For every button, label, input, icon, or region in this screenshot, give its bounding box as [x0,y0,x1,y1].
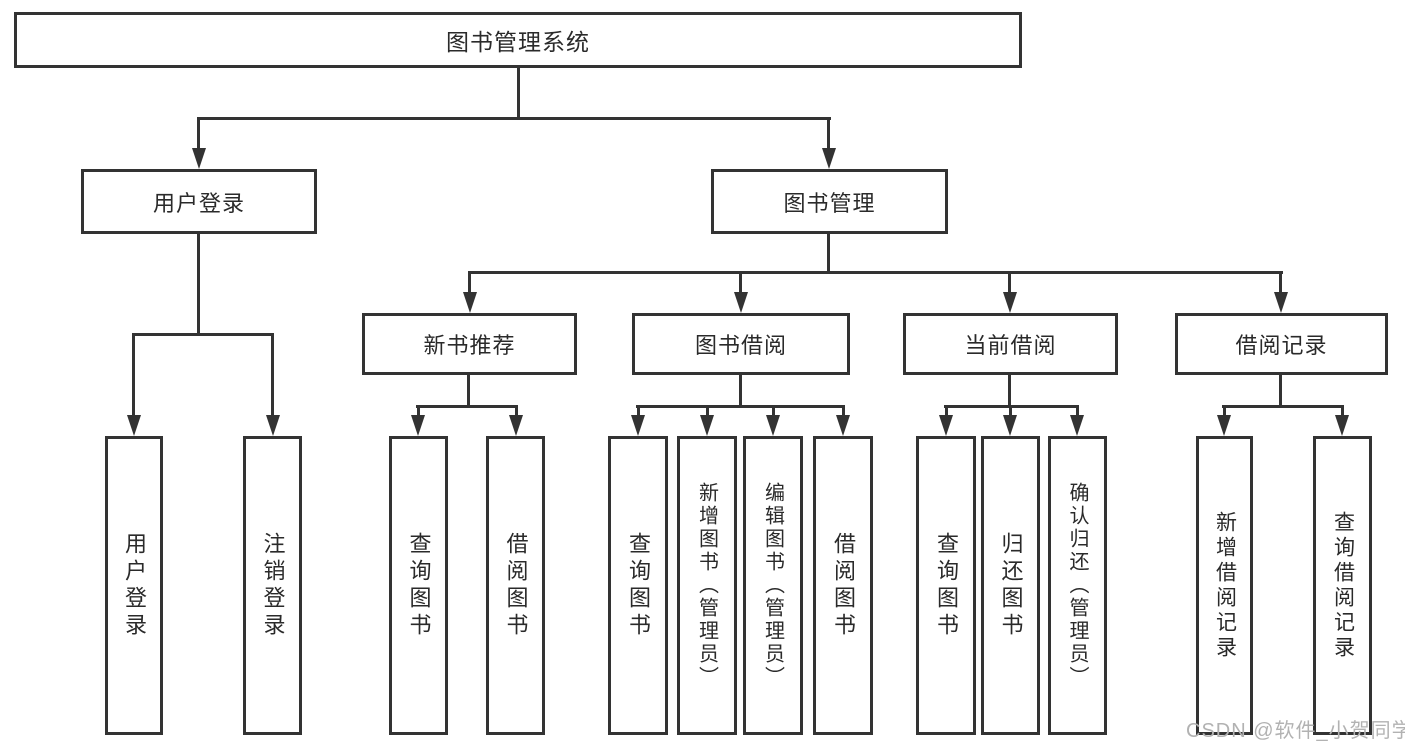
leaf-query-book-1: 查询图书 [389,436,448,735]
leaf-edit-book-admin: 编辑图书（管理员） [743,436,803,735]
connector [1341,405,1344,417]
arrowhead-icon [939,415,953,436]
connector [637,405,640,417]
connector [1279,375,1282,408]
connector [468,271,1283,274]
arrowhead-icon [766,415,780,436]
arrowhead-icon [1335,415,1349,436]
node-book-management: 图书管理 [711,169,948,234]
connector [636,405,845,408]
connector [197,117,831,120]
leaf-confirm-return-admin: 确认归还（管理员） [1048,436,1107,735]
arrowhead-icon [192,148,206,169]
connector [468,271,471,295]
connector [945,405,948,417]
leaf-user-login: 用户登录 [105,436,163,735]
arrowhead-icon [1070,415,1084,436]
leaf-logout: 注销登录 [243,436,302,735]
arrowhead-icon [463,292,477,313]
csdn-watermark: CSDN @软件_小贺同学 [1186,720,1405,742]
leaf-query-borrow-record: 查询借阅记录 [1313,436,1372,735]
leaf-borrow-book-2: 借阅图书 [813,436,873,735]
arrowhead-icon [266,415,280,436]
connector [1009,405,1012,417]
arrowhead-icon [411,415,425,436]
leaf-add-borrow-record: 新增借阅记录 [1196,436,1253,735]
connector [827,234,830,274]
arrowhead-icon [509,415,523,436]
connector [827,117,830,151]
connector [467,375,470,408]
arrowhead-icon [700,415,714,436]
connector [739,271,742,295]
leaf-return-book: 归还图书 [981,436,1040,735]
arrowhead-icon [631,415,645,436]
node-borrow-record: 借阅记录 [1175,313,1388,375]
connector [517,68,520,120]
arrowhead-icon [127,415,141,436]
arrowhead-icon [1003,292,1017,313]
connector [1222,405,1344,408]
node-root-title: 图书管理系统 [14,12,1022,68]
connector [416,405,518,408]
connector [842,405,845,417]
leaf-query-book-2: 查询图书 [608,436,668,735]
connector [197,234,200,336]
connector [515,405,518,417]
connector [1008,271,1011,295]
connector [132,333,274,336]
connector [197,117,200,151]
arrowhead-icon [822,148,836,169]
arrowhead-icon [1217,415,1231,436]
connector [271,333,274,417]
connector [706,405,709,417]
leaf-borrow-book-1: 借阅图书 [486,436,545,735]
node-new-book-recommend: 新书推荐 [362,313,577,375]
connector [739,375,742,408]
arrowhead-icon [734,292,748,313]
node-user-login: 用户登录 [81,169,317,234]
arrowhead-icon [1003,415,1017,436]
connector [1076,405,1079,417]
connector [132,333,135,417]
connector [1279,271,1282,295]
arrowhead-icon [836,415,850,436]
connector [1008,375,1011,408]
connector [417,405,420,417]
node-book-borrow: 图书借阅 [632,313,850,375]
leaf-add-book-admin: 新增图书（管理员） [677,436,737,735]
arrowhead-icon [1274,292,1288,313]
connector [772,405,775,417]
leaf-query-book-3: 查询图书 [916,436,976,735]
connector [1223,405,1226,417]
node-current-borrow: 当前借阅 [903,313,1118,375]
